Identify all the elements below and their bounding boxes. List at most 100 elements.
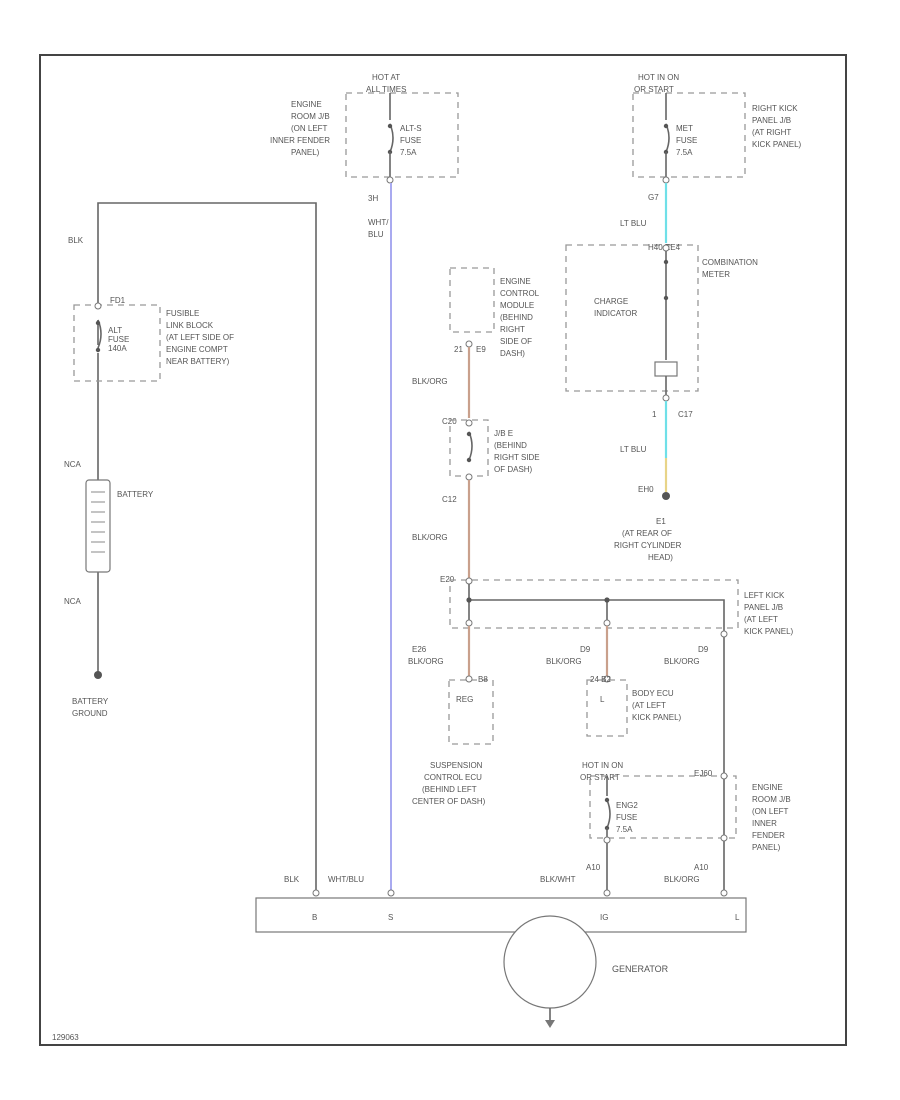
gen-terminal-pin-icon bbox=[312, 889, 320, 897]
met-location-line-4: KICK PANEL) bbox=[752, 140, 802, 149]
ign-hot-sub-label: OR START bbox=[580, 773, 620, 782]
alt-hot-label: HOT AT bbox=[372, 73, 400, 82]
alt-s-pin-label: 3H bbox=[368, 194, 378, 203]
eng2-out-pin-icon bbox=[603, 836, 611, 844]
alt-location-line-1: ENGINE bbox=[291, 100, 322, 109]
met-location-line-1: RIGHT KICK bbox=[752, 104, 798, 113]
kick-jb-pin-label: E20 bbox=[440, 575, 455, 584]
kick-jb-splice-icon bbox=[466, 597, 472, 603]
alt-hot-sub-label: ALL TIMES bbox=[366, 85, 406, 94]
eng2-fuse-line-1: ENG2 bbox=[616, 801, 638, 810]
kick-jb-out-pin-icon bbox=[603, 619, 611, 627]
kick-jb-line-1: LEFT KICK bbox=[744, 591, 785, 600]
battery-branch: BLK FD1 ALT FUSE 140A FUSIBLE LINK BLOCK… bbox=[64, 202, 317, 893]
generator-ground-icon bbox=[545, 1020, 555, 1028]
wht-blu-label-1: WHT/ bbox=[368, 218, 389, 227]
charge-indicator-line-1: CHARGE bbox=[594, 297, 628, 306]
kick-pin-2: D9 bbox=[580, 645, 591, 654]
meter-junction-icon bbox=[663, 259, 669, 265]
body-ecu-line-1: BODY ECU bbox=[632, 689, 674, 698]
battery-cells-icon bbox=[91, 491, 105, 553]
engine-control-module-outline bbox=[449, 267, 495, 333]
terminal-ig: IG bbox=[600, 913, 608, 922]
jb-e-pin-icon bbox=[465, 473, 473, 481]
gen-wire-wht-blu: WHT/BLU bbox=[328, 875, 364, 884]
alt-s-fuse-block: HOT AT ALL TIMES ENGINE ROOM J/B (ON LEF… bbox=[270, 73, 459, 893]
alt-location-line-5: PANEL) bbox=[291, 148, 320, 157]
suspension-name-line-4: CENTER OF DASH) bbox=[412, 797, 486, 806]
suspension-control-ecu: B8 REG SUSPENSION CONTROL ECU (BEHIND LE… bbox=[412, 675, 494, 806]
left-kick-panel-jb-outline bbox=[449, 579, 739, 629]
kick-jb-line-2: PANEL J/B bbox=[744, 603, 783, 612]
meter-ground-line-2: (AT REAR OF bbox=[622, 529, 672, 538]
met-pin-label: G7 bbox=[648, 193, 659, 202]
jb-e-line-1: J/B E bbox=[494, 429, 513, 438]
eng2-fuse-line-3: 7.5A bbox=[616, 825, 633, 834]
eng2-splice-pin-icon bbox=[720, 834, 728, 842]
ecm-line-3: MODULE bbox=[500, 301, 534, 310]
engine-ground-icon bbox=[662, 492, 670, 500]
suspension-reg-label: REG bbox=[456, 695, 473, 704]
met-fuse-line-2: FUSE bbox=[676, 136, 697, 145]
body-ecu-l-label: L bbox=[600, 695, 605, 704]
alt-fuse-line-2: FUSE bbox=[108, 335, 129, 344]
jb-e-pin-bottom: C12 bbox=[442, 495, 457, 504]
left-kick-panel-jb: E20 LEFT KICK PANEL J/B (AT LEFT KICK PA… bbox=[408, 575, 794, 893]
meter-ground-line-3: RIGHT CYLINDER bbox=[614, 541, 682, 550]
charge-indicator-lamp-icon bbox=[654, 361, 678, 377]
battery-positive-label: NCA bbox=[64, 460, 82, 469]
battery-icon bbox=[85, 479, 111, 573]
fusible-location-line-5: NEAR BATTERY) bbox=[166, 357, 230, 366]
blk-wire-label: BLK bbox=[68, 236, 84, 245]
alt-s-fuse-line-1: ALT-S bbox=[400, 124, 422, 133]
meter-label-line-1: COMBINATION bbox=[702, 258, 758, 267]
meter-junction-icon bbox=[663, 295, 669, 301]
alt-fuse-jb-outline bbox=[345, 92, 459, 178]
ign-location-line-2: ROOM J/B bbox=[752, 795, 791, 804]
alt-location-line-2: ROOM J/B bbox=[291, 112, 330, 121]
combination-meter: H40 EE4 COMBINATION METER CHARGE INDICAT… bbox=[565, 243, 758, 562]
generator-terminal-block bbox=[255, 897, 747, 933]
diagram-frame bbox=[39, 54, 847, 1046]
suspension-name-line-2: CONTROL ECU bbox=[424, 773, 482, 782]
kick-wire-3: BLK/ORG bbox=[664, 657, 700, 666]
lt-blu-label-lower: LT BLU bbox=[620, 445, 647, 454]
fusible-pin-icon bbox=[94, 302, 102, 310]
gen-terminal-pin-icon bbox=[387, 889, 395, 897]
combination-meter-outline bbox=[565, 244, 699, 392]
alt-s-fuse-terminal-icon bbox=[387, 123, 393, 129]
alt-fuse-line-3: 140A bbox=[108, 344, 127, 353]
met-fuse-block: HOT IN ON OR START RIGHT KICK PANEL J/B … bbox=[620, 73, 802, 243]
suspension-name-line-3: (BEHIND LEFT bbox=[422, 785, 477, 794]
alt-s-pin-icon bbox=[386, 176, 394, 184]
meter-pin-bottom-right: C17 bbox=[678, 410, 693, 419]
ecm-and-jb-e: ENGINE CONTROL MODULE (BEHIND RIGHT SIDE… bbox=[412, 267, 540, 578]
blk-org-label-jb-e: BLK/ORG bbox=[412, 533, 448, 542]
alt-fuse-terminal-icon bbox=[95, 347, 101, 353]
alt-s-fuse-line-3: 7.5A bbox=[400, 148, 417, 157]
terminal-l: L bbox=[735, 913, 740, 922]
battery-label: BATTERY bbox=[117, 490, 154, 499]
charge-indicator-line-2: INDICATOR bbox=[594, 309, 637, 318]
diagram-id: 129063 bbox=[52, 1033, 79, 1042]
ecm-pin-2: E9 bbox=[476, 345, 486, 354]
eng2-fuse-line-2: FUSE bbox=[616, 813, 637, 822]
meter-input-pin-icon bbox=[662, 244, 670, 252]
alt-fuse-terminal-icon bbox=[95, 320, 101, 326]
ecm-line-6: SIDE OF bbox=[500, 337, 532, 346]
ign-location-line-1: ENGINE bbox=[752, 783, 783, 792]
jb-e-pin-icon bbox=[465, 419, 473, 427]
ign-pin-right-label: EJ60 bbox=[694, 769, 713, 778]
suspension-ecu-outline bbox=[448, 679, 494, 745]
kick-jb-out-pin-icon bbox=[720, 630, 728, 638]
gen-pin-ig: A10 bbox=[586, 863, 601, 872]
eng2-splice-pin-icon bbox=[720, 772, 728, 780]
kick-pin-3: D9 bbox=[698, 645, 709, 654]
terminal-b: B bbox=[312, 913, 317, 922]
body-ecu-outline bbox=[586, 679, 628, 737]
kick-jb-line-3: (AT LEFT bbox=[744, 615, 778, 624]
kick-pin-1: E26 bbox=[412, 645, 427, 654]
alt-location-line-4: INNER FENDER bbox=[270, 136, 330, 145]
terminal-s: S bbox=[388, 913, 393, 922]
generator: BLK WHT/BLU A10 BLK/WHT A10 BLK/ORG B S … bbox=[255, 863, 747, 1028]
